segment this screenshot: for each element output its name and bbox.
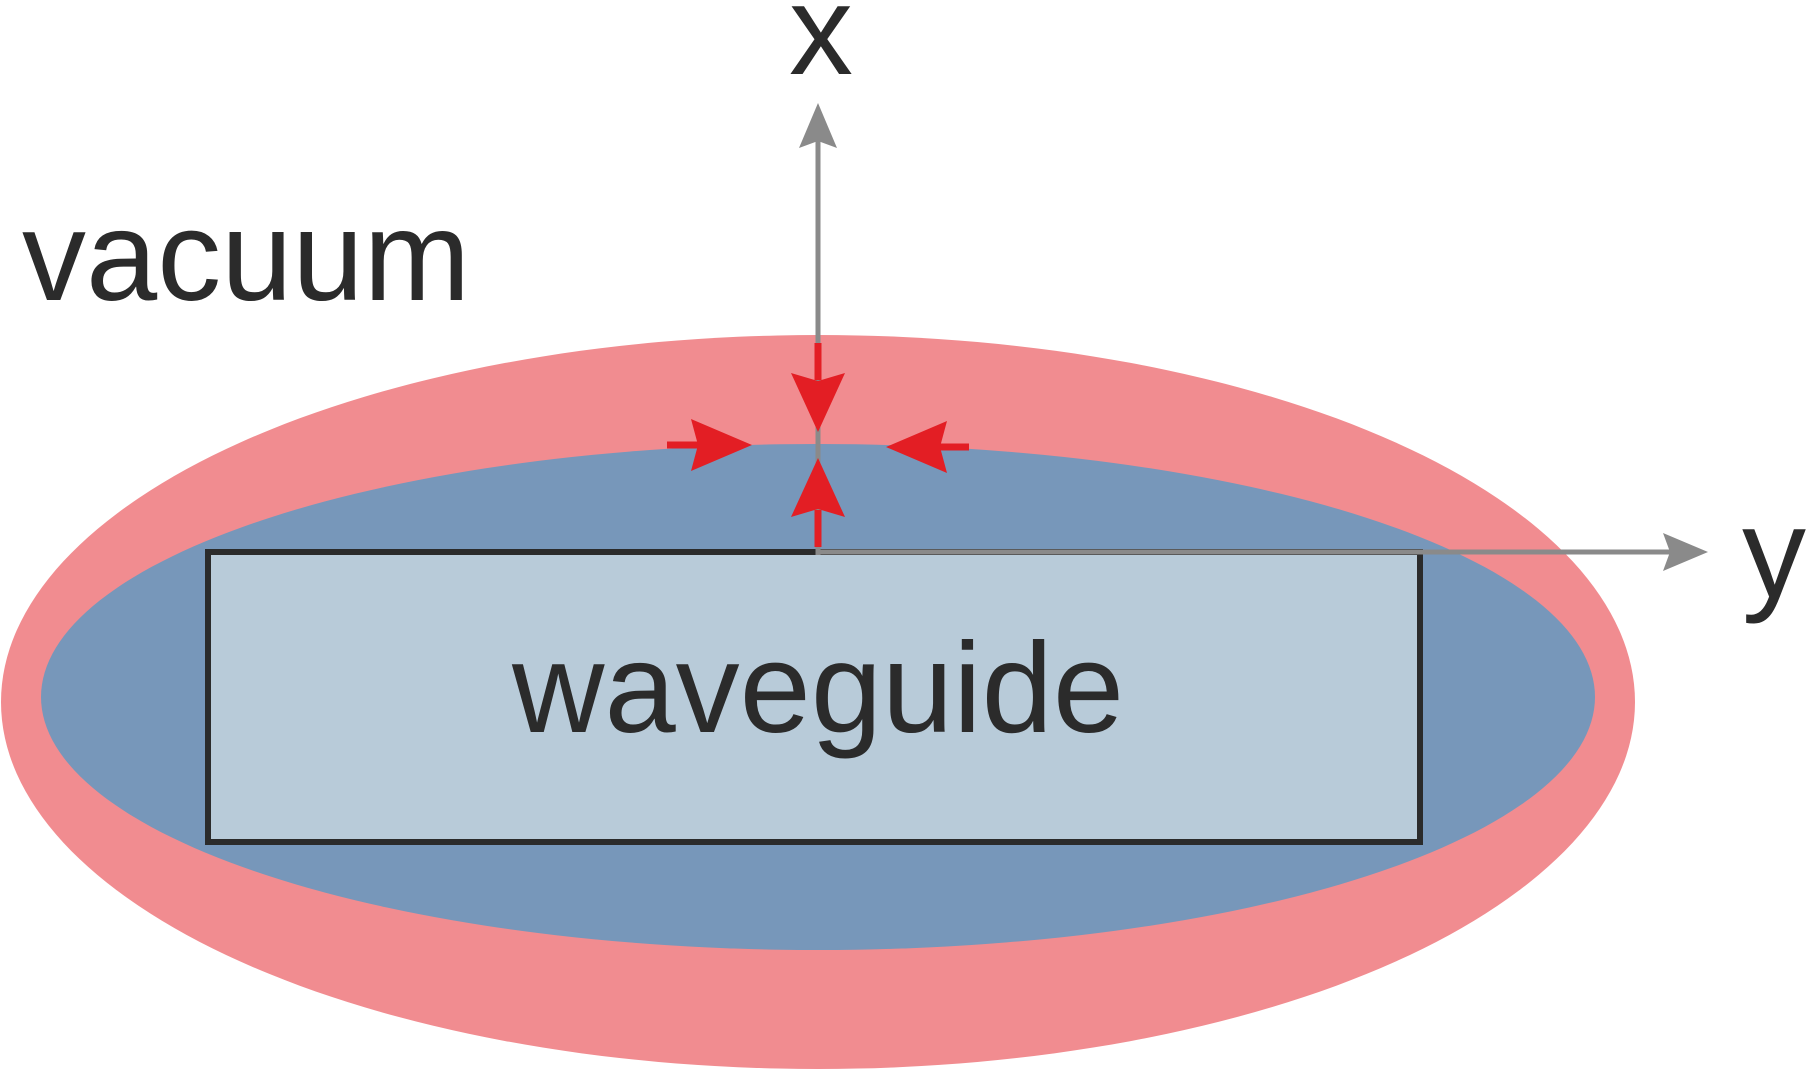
y-axis-label: y (1742, 482, 1806, 625)
arrow-right-icon (667, 419, 752, 471)
y-axis (820, 533, 1708, 571)
x-axis-arrowhead-icon (799, 103, 837, 148)
x-axis-label: x (789, 0, 853, 102)
waveguide-block (205, 549, 1423, 845)
waveguide-label: waveguide (511, 617, 1124, 760)
arrow-down-icon (791, 343, 845, 432)
arrow-left-icon (886, 421, 969, 473)
vacuum-label: vacuum (22, 185, 470, 328)
converging-arrows (667, 343, 969, 547)
y-axis-arrowhead-icon (1663, 533, 1708, 571)
arrow-up-icon (791, 458, 845, 547)
